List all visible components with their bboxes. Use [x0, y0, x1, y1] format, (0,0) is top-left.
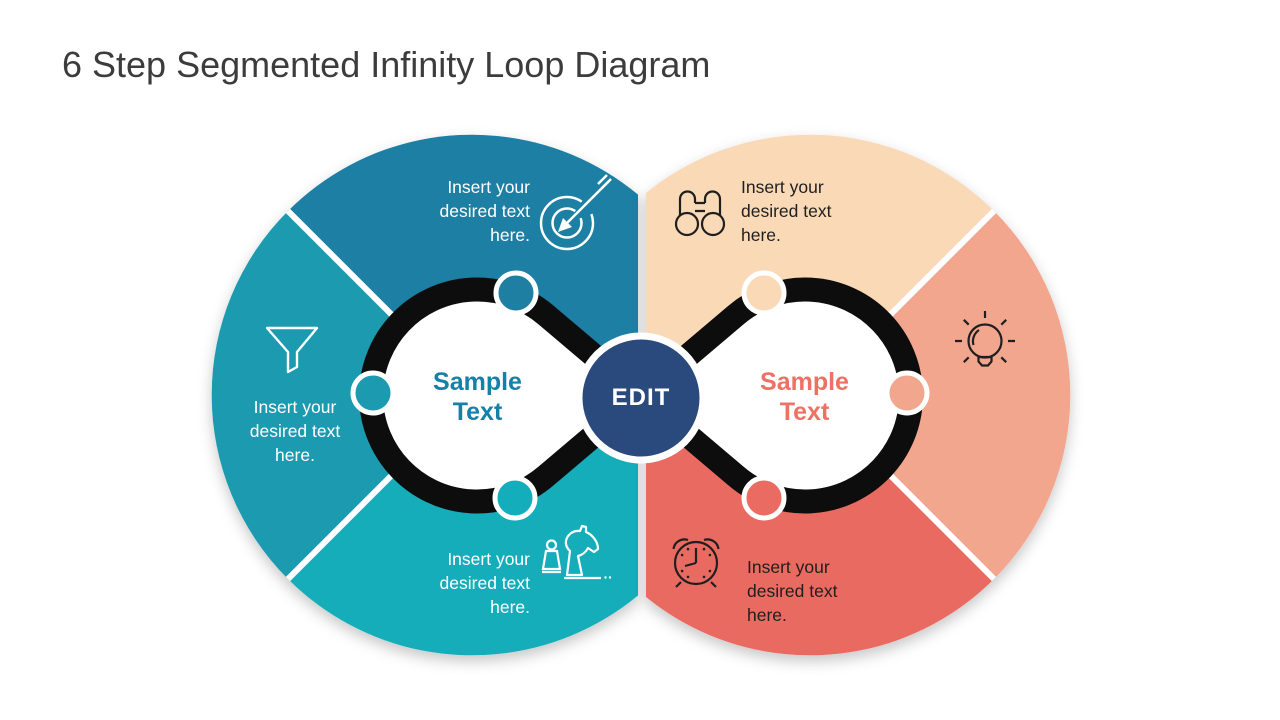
- binoculars-icon: [674, 190, 726, 237]
- sample-text-left[interactable]: Sample Text: [433, 368, 522, 426]
- sample-text-right[interactable]: Sample Text: [760, 368, 849, 426]
- funnel-icon: [265, 326, 319, 374]
- segment-text-left-top[interactable]: Insert your desired text here.: [439, 177, 530, 245]
- node-left-middle: [350, 370, 396, 416]
- segment-text-right-top[interactable]: Insert your desired text here.: [741, 177, 832, 245]
- node-left-top: [493, 270, 539, 316]
- segment-right-middle[interactable]: [810, 211, 1071, 579]
- chess-strategy-icon: [541, 524, 612, 580]
- node-right-bottom: [741, 475, 787, 521]
- edit-button-label[interactable]: EDIT: [611, 384, 671, 411]
- edit-button-circle[interactable]: [575, 332, 707, 464]
- node-right-middle: [884, 370, 930, 416]
- segment-text-left-middle[interactable]: Insert your desired text here.: [249, 397, 341, 465]
- segment-text-right-bottom[interactable]: Insert your desired text here.: [747, 557, 838, 625]
- segment-text-left-bottom[interactable]: Insert your desired text here.: [439, 549, 530, 617]
- target-arrow-icon: [539, 174, 612, 251]
- page-title: 6 Step Segmented Infinity Loop Diagram: [62, 44, 711, 85]
- node-right-top: [741, 270, 787, 316]
- alarm-clock-icon: [672, 538, 720, 588]
- lightbulb-icon: [955, 311, 1015, 367]
- node-left-bottom: [492, 475, 538, 521]
- segment-left-middle[interactable]: [211, 211, 472, 579]
